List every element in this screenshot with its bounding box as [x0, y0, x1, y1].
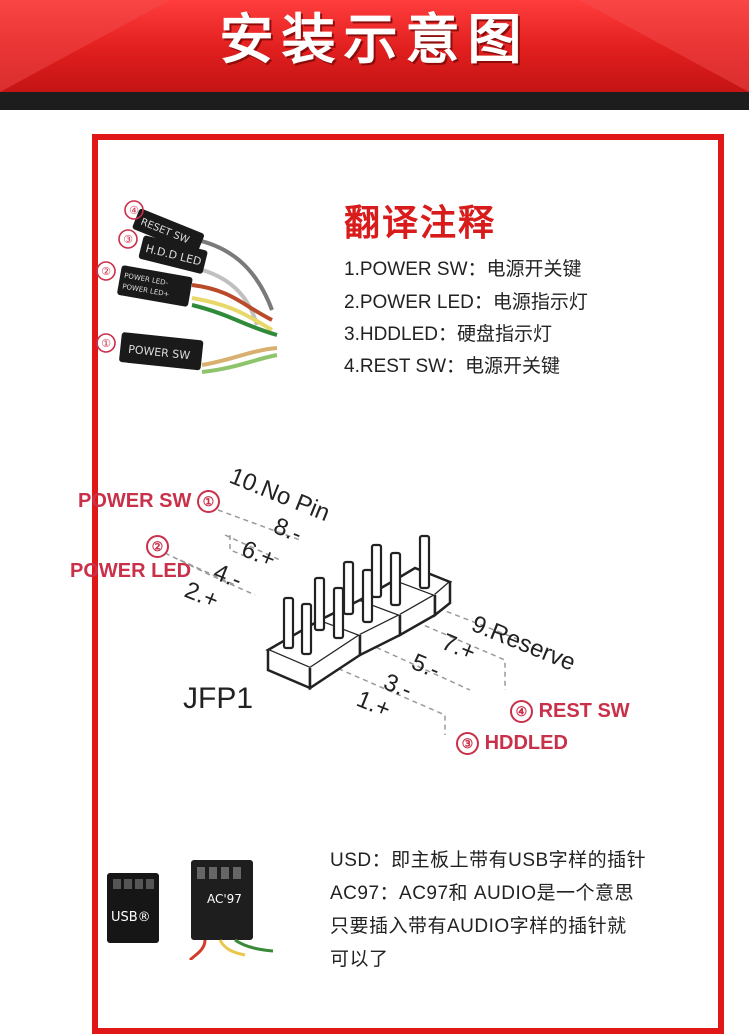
- pin-label-8: 8.-: [270, 513, 306, 549]
- translation-notes-title: 翻译注释: [344, 203, 497, 244]
- usb-connector: USB®: [107, 873, 159, 943]
- callout-number-2: ②: [146, 535, 169, 559]
- note-line-2: AC97：AC97和 AUDIO是一个意思: [330, 883, 635, 904]
- legend-item-4: 4.REST SW：电源开关键: [344, 356, 561, 377]
- legend-item-1: 1.POWER SW：电源开关键: [344, 259, 582, 280]
- cable-number-2: ②: [101, 265, 111, 278]
- power-sw-label: POWER SW: [128, 343, 191, 362]
- usb-label: USB®: [111, 910, 151, 925]
- jfp1-pin-diagram: 10.No Pin 8.- 6.+ 4.- 2.+ 9.Reserve 7.+ …: [164, 463, 580, 735]
- note-line-4: 可以了: [330, 949, 389, 970]
- callout-power-sw-label: POWER SW: [78, 490, 192, 512]
- cable-number-3: ③: [123, 233, 133, 246]
- callout-rest-sw-label: REST SW: [538, 700, 630, 722]
- title-banner: 安装示意图: [0, 0, 749, 92]
- legend-item-2: 2.POWER LED：电源指示灯: [344, 292, 588, 313]
- power-led-connector: POWER LED- POWER LED+: [117, 265, 193, 307]
- front-panel-cables-illustration: RESET SW H.D.D LED POWER LED- POWER LED+…: [96, 200, 278, 374]
- callout-power-led: POWER LED: [70, 560, 192, 582]
- cable-number-4: ④: [129, 204, 139, 217]
- legend-item-3: 3.HDDLED：硬盘指示灯: [344, 324, 552, 345]
- note-line-1: USD：即主板上带有USB字样的插针: [330, 850, 647, 871]
- callout-number-2-wrap: ②: [146, 535, 169, 559]
- callout-hddled-label: HDDLED: [484, 732, 568, 754]
- callout-hddled: ③ HDDLED: [456, 732, 568, 756]
- callout-rest-sw: ④ REST SW: [510, 700, 630, 724]
- callout-number-3: ③: [456, 732, 479, 756]
- callout-number-4: ④: [510, 700, 533, 724]
- callout-number-1: ①: [196, 490, 220, 514]
- callout-power-sw: POWER SW ①: [78, 490, 220, 514]
- note-line-3: 只要插入带有AUDIO字样的插针就: [330, 916, 627, 937]
- power-sw-connector: POWER SW: [119, 332, 204, 371]
- usb-ac97-connectors-illustration: USB® AC'97: [107, 860, 274, 960]
- ac97-label: AC'97: [207, 892, 242, 906]
- ac97-connector: AC'97: [188, 860, 274, 960]
- connector-name-jfp1: JFP1: [183, 682, 254, 715]
- banner-underline-bar: [0, 92, 749, 110]
- cable-number-1: ①: [101, 337, 111, 350]
- pin-label-9: 9.Reserve: [468, 611, 580, 677]
- banner-title: 安装示意图: [219, 8, 530, 71]
